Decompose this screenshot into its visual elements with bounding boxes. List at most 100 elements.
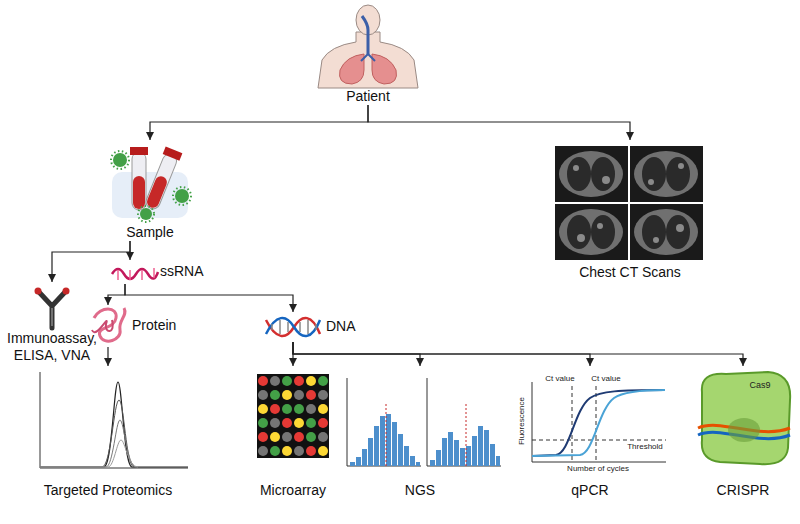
patient-figure — [372, 54, 397, 84]
ngs-histograms — [496, 456, 500, 466]
ct-scans — [678, 163, 684, 169]
rna-strand — [118, 268, 154, 280]
sample-tubes — [163, 147, 183, 161]
microarray-grid — [294, 446, 304, 456]
patient-node: Patient — [300, 0, 436, 105]
ct-scans — [634, 209, 698, 255]
ngs-histograms — [398, 434, 403, 466]
node-label: Protein — [132, 317, 206, 334]
sample-tubes — [132, 152, 146, 210]
microarray-grid — [306, 446, 316, 456]
qpcr-chart — [532, 390, 665, 456]
microarray-grid — [282, 418, 292, 428]
method-node: Targeted Proteomics — [20, 366, 196, 499]
ct-scans — [567, 215, 591, 249]
dna-helix — [272, 320, 316, 334]
ngs-histograms — [350, 414, 500, 466]
microarray-grid — [318, 446, 328, 456]
ngs-histograms — [380, 416, 385, 466]
ct-scans — [676, 224, 684, 232]
microarray-grid — [257, 374, 329, 458]
microarray-grid — [282, 390, 292, 400]
ngs-histograms — [374, 426, 379, 466]
node-label: Immunoassay, ELISA, VNA — [2, 330, 102, 364]
microarray-grid — [318, 390, 328, 400]
ct-scans — [555, 146, 628, 202]
ngs-histograms — [454, 440, 459, 466]
sample-tubes — [111, 151, 129, 169]
sample-node: Sample — [100, 140, 200, 241]
ct-scans — [597, 223, 603, 229]
dna-helix — [266, 318, 320, 336]
node-label: Targeted Proteomics — [20, 482, 196, 499]
microarray-grid — [318, 404, 328, 414]
microarray-grid — [258, 418, 268, 428]
microarray-grid — [270, 404, 280, 414]
chart-label: Cas9 — [749, 381, 770, 391]
antibody-icon — [35, 288, 70, 329]
microarray-grid — [282, 432, 292, 442]
protein-node: Protein — [86, 305, 206, 347]
ct-scans — [666, 215, 690, 249]
method-node: Microarray — [250, 366, 336, 499]
chart-label: Ct value — [545, 375, 574, 384]
ct-scans — [634, 151, 698, 197]
ct-scans — [666, 157, 690, 191]
sample-tubes — [113, 153, 127, 167]
ngs-histograms — [392, 422, 397, 466]
microarray-grid — [258, 446, 268, 456]
microarray-grid — [270, 390, 280, 400]
ct-scans — [591, 215, 615, 249]
dna-helix — [266, 318, 320, 336]
node-label: CRISPR — [692, 482, 794, 499]
ct-scans — [591, 157, 615, 191]
node-label: Patient — [300, 88, 436, 105]
dna-node: DNA — [262, 312, 382, 342]
microarray-grid — [294, 418, 304, 428]
ngs-histograms — [448, 432, 453, 466]
node-label: Sample — [100, 224, 200, 241]
microarray-grid — [257, 374, 329, 458]
flow-arrow — [368, 105, 630, 140]
microarray-grid — [306, 404, 316, 414]
chart-label: Fluorescence — [518, 397, 527, 445]
method-node: CRISPR — [692, 366, 794, 499]
patient-figure — [362, 16, 368, 54]
sample-tubes — [175, 189, 189, 203]
microarray-grid — [270, 418, 280, 428]
microarray-grid — [294, 432, 304, 442]
chart-label: Number of cycles — [567, 465, 629, 474]
ngs-histograms — [368, 438, 373, 466]
ngs-histograms — [472, 436, 477, 466]
ct-scans — [559, 151, 623, 197]
flow-arrow — [108, 284, 125, 305]
method-node: NGS — [340, 366, 500, 499]
ngs-histograms — [410, 456, 415, 466]
ct-scans — [642, 157, 666, 191]
ngs-histograms — [466, 446, 471, 466]
antibody-icon — [35, 288, 42, 295]
proteomics-chart — [40, 420, 136, 467]
rna-strand — [112, 269, 158, 279]
proteomics-chart — [40, 382, 188, 467]
microarray-grid — [258, 404, 268, 414]
proteomics-chart — [40, 440, 138, 467]
antibody-icon — [63, 288, 70, 295]
microarray-grid — [282, 446, 292, 456]
ngs-histograms — [404, 446, 409, 466]
sample-tubes — [173, 187, 191, 205]
microarray-grid — [318, 418, 328, 428]
sample-tubes — [133, 176, 145, 209]
microarray-grid — [270, 432, 280, 442]
ct-scans — [653, 237, 659, 243]
microarray-grid — [318, 376, 328, 386]
ngs-histograms — [430, 460, 435, 466]
dna-helix — [266, 318, 320, 336]
crispr-cell — [698, 372, 790, 464]
qpcr-chart — [596, 386, 597, 462]
ngs-histograms — [466, 404, 467, 466]
chart-label: Ct value — [591, 375, 620, 384]
ct-scans — [577, 234, 585, 242]
